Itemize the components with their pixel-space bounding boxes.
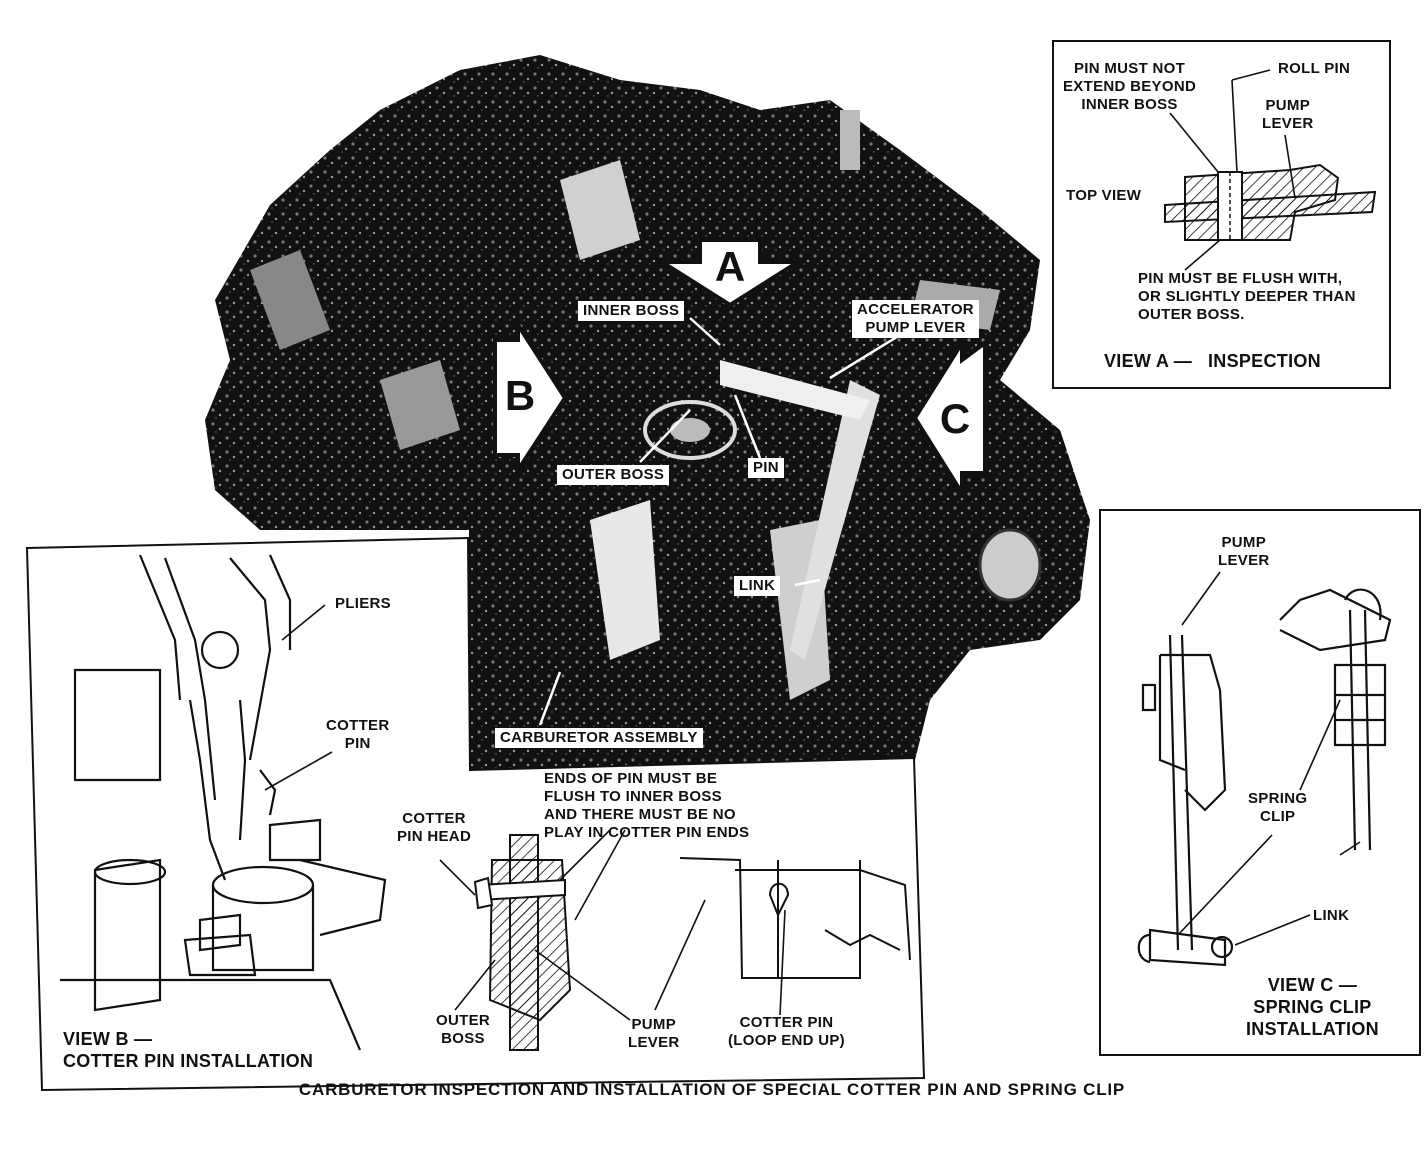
marker-b: B xyxy=(504,372,536,419)
label-carburetor-assembly: CARBURETOR ASSEMBLY xyxy=(495,728,703,748)
view-a-title: VIEW A — INSPECTION xyxy=(1104,351,1321,371)
view-c-label-pump-lever: PUMP LEVER xyxy=(1218,534,1270,570)
view-b-label-outer-boss-1: OUTER xyxy=(436,1012,490,1029)
label-accelerator-pump-lever-line1: ACCELERATOR xyxy=(857,301,974,318)
label-link: LINK xyxy=(734,576,781,596)
view-b-label-ends-of-pin-4: PLAY IN COTTER PIN ENDS xyxy=(544,824,750,841)
view-a-frame xyxy=(1052,40,1391,389)
view-b-label-cotter-pin-head-1: COTTER xyxy=(402,810,466,827)
view-b-title: VIEW B — COTTER PIN INSTALLATION xyxy=(63,1028,313,1072)
view-b-label-pump-lever: PUMP LEVER xyxy=(628,1016,680,1052)
view-b-label-ends-of-pin-1: ENDS OF PIN MUST BE xyxy=(544,770,718,787)
view-c-label-spring-clip: SPRING CLIP xyxy=(1248,790,1307,826)
view-b-label-cotter-pin-head: COTTER PIN HEAD xyxy=(397,810,471,846)
view-b-label-outer-boss: OUTER BOSS xyxy=(436,1012,490,1048)
view-b-label-ends-of-pin: ENDS OF PIN MUST BE FLUSH TO INNER BOSS … xyxy=(544,770,749,842)
view-c-label-spring-clip-2: CLIP xyxy=(1259,808,1296,825)
view-b-label-pump-lever-1: PUMP xyxy=(631,1016,677,1033)
view-a-label-pin-flush-3: OUTER BOSS. xyxy=(1138,306,1245,323)
label-pin: PIN xyxy=(748,458,784,478)
view-c-label-link: LINK xyxy=(1313,907,1350,924)
view-b-label-cotter-pin-loop-2: (LOOP END UP) xyxy=(728,1032,845,1049)
view-b-label-cotter-pin-loop-1: COTTER PIN xyxy=(739,1014,834,1031)
view-b-label-cotter-pin-2: PIN xyxy=(344,735,371,752)
view-c-label-pump-lever-1: PUMP xyxy=(1221,534,1267,551)
main-leader-lines xyxy=(538,317,901,726)
view-c-title-1: VIEW C — xyxy=(1267,975,1358,995)
view-b-label-pump-lever-2: LEVER xyxy=(628,1034,680,1051)
view-b-label-pliers: PLIERS xyxy=(335,595,391,612)
figure-caption: CARBURETOR INSPECTION AND INSTALLATION O… xyxy=(298,1080,1126,1099)
view-a-label-pin-must-not-extend-3: INNER BOSS xyxy=(1081,96,1178,113)
view-b-title-2: COTTER PIN INSTALLATION xyxy=(63,1051,314,1071)
view-c-title: VIEW C — SPRING CLIP INSTALLATION xyxy=(1246,974,1379,1040)
view-a-label-pump-lever-1: PUMP xyxy=(1265,97,1311,114)
view-a-label-pin-must-not-extend-2: EXTEND BEYOND xyxy=(1063,78,1197,95)
view-b-frame xyxy=(25,536,926,1092)
view-b-title-1: VIEW B — xyxy=(63,1029,153,1049)
view-c-title-2: SPRING CLIP xyxy=(1253,997,1372,1017)
marker-arrow-a xyxy=(655,238,805,308)
view-a-label-roll-pin: ROLL PIN xyxy=(1278,60,1351,77)
view-b-label-ends-of-pin-2: FLUSH TO INNER BOSS xyxy=(544,788,722,805)
label-outer-boss: OUTER BOSS xyxy=(557,465,670,485)
view-c-title-3: INSTALLATION xyxy=(1246,1019,1379,1039)
view-a-label-pin-flush-2: OR SLIGHTLY DEEPER THAN xyxy=(1138,288,1356,305)
view-a-label-pin-must-not-extend-1: PIN MUST NOT xyxy=(1073,60,1186,77)
label-accelerator-pump-lever-line2: PUMP LEVER xyxy=(865,319,966,336)
view-b-label-cotter-pin-loop: COTTER PIN (LOOP END UP) xyxy=(728,1014,845,1050)
view-c-label-pump-lever-2: LEVER xyxy=(1218,552,1270,569)
view-c-frame xyxy=(1099,509,1421,1056)
view-b-label-cotter-pin: COTTER PIN xyxy=(326,717,389,753)
view-b-label-ends-of-pin-3: AND THERE MUST BE NO xyxy=(544,806,736,823)
view-a-label-pin-must-not-extend: PIN MUST NOT EXTEND BEYOND INNER BOSS xyxy=(1063,60,1196,114)
view-b-label-cotter-pin-head-2: PIN HEAD xyxy=(397,828,472,845)
view-a-label-top-view: TOP VIEW xyxy=(1066,187,1142,204)
marker-arrow-b xyxy=(493,318,568,477)
marker-c: C xyxy=(939,395,971,442)
view-a-label-pump-lever: PUMP LEVER xyxy=(1262,97,1314,133)
view-a-label-pin-flush-1: PIN MUST BE FLUSH WITH, xyxy=(1138,270,1343,287)
view-a-label-pin-flush: PIN MUST BE FLUSH WITH, OR SLIGHTLY DEEP… xyxy=(1138,270,1356,324)
marker-arrow-c xyxy=(912,336,987,500)
label-accelerator-pump-lever: ACCELERATOR PUMP LEVER xyxy=(852,300,979,338)
view-a-label-pump-lever-2: LEVER xyxy=(1262,115,1314,132)
view-b-label-outer-boss-2: BOSS xyxy=(441,1030,485,1047)
view-b-label-cotter-pin-1: COTTER xyxy=(326,717,390,734)
label-inner-boss: INNER BOSS xyxy=(578,301,685,321)
view-c-label-spring-clip-1: SPRING xyxy=(1248,790,1308,807)
carburetor-photo xyxy=(205,55,1090,770)
marker-a: A xyxy=(714,243,746,290)
